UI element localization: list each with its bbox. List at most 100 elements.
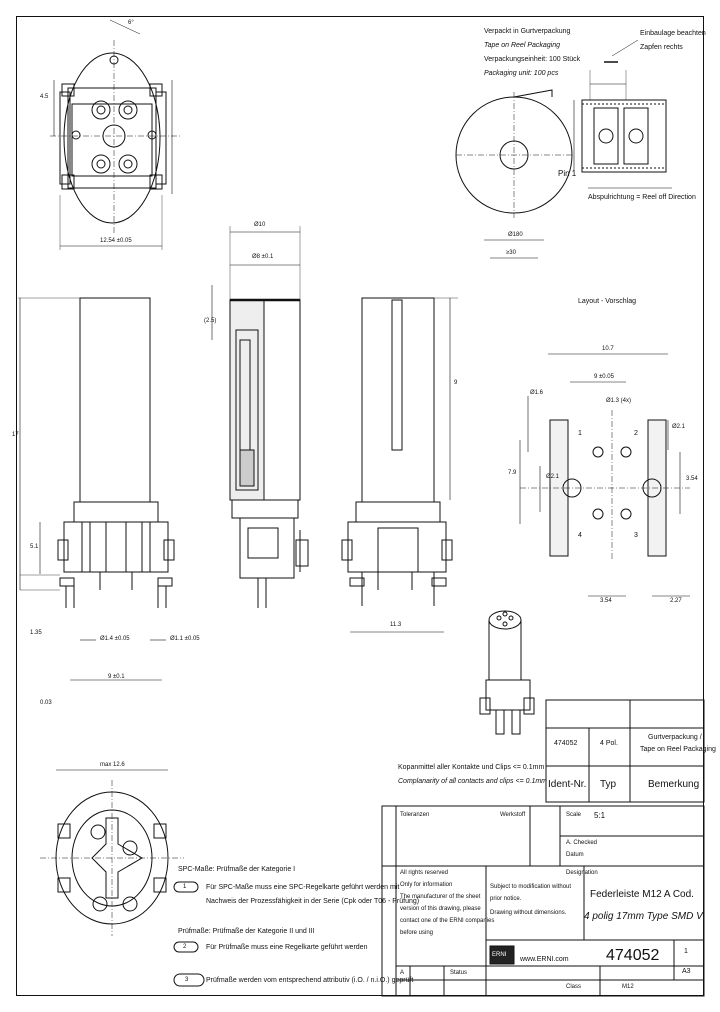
tb-tolerances: Toleranzen <box>400 812 430 818</box>
part-3d-view <box>479 610 535 735</box>
dim-phi10: Ø10 <box>254 222 266 228</box>
tb-designation-2: 4 polig 17mm Type SMD V <box>584 911 703 922</box>
table-remark-1: Gurtverpackung / <box>648 734 702 741</box>
layout-dim-2: 9 ±0.05 <box>594 374 614 380</box>
tb-class-label: Class <box>566 984 582 990</box>
reel-diameter-label: Ø180 <box>508 232 523 238</box>
tb-scale-label: Scale <box>566 812 582 818</box>
title-block <box>381 805 705 997</box>
layout-dim-6: 7.9 <box>508 470 517 476</box>
dim-width: 12.54 ±0.05 <box>100 238 132 244</box>
layout-dim-3: Ø1.3 (4x) <box>606 398 632 404</box>
layout-dim-5: Ø2.1 <box>546 474 560 480</box>
reel-width-label: ≥30 <box>506 250 516 256</box>
dim-9-bottom: 9 ±0.1 <box>108 674 125 680</box>
front-view-left <box>57 297 175 608</box>
dim-flatness: 0.03 <box>40 700 52 706</box>
layout-dim-4: Ø1.6 <box>530 390 544 396</box>
layout-dim-1: 10.7 <box>602 346 614 352</box>
tb-designation-label: Designation <box>566 870 598 876</box>
tb-subject-2: prior notice. <box>490 896 522 902</box>
layout-title: Layout - Vorschlag <box>578 298 636 305</box>
tb-date: Datum <box>566 852 584 858</box>
table-remark-2: Tape on Reel Packaging <box>640 746 716 753</box>
layout-proposal <box>520 410 690 560</box>
layout-dim-10: 2.27 <box>670 598 682 604</box>
top-view-flange <box>50 40 180 234</box>
tb-revision: A <box>400 970 405 976</box>
dim-4-5: 4.5 <box>40 94 49 100</box>
reel-drawing <box>455 89 573 218</box>
reel-direction: Abspulrichtung = Reel off Direction <box>588 194 696 201</box>
tb-subject-1: Subject to modification without <box>490 884 572 890</box>
dim-1-35: 1.35 <box>30 630 42 636</box>
dim-phi1-4: Ø1.4 ±0.05 <box>100 636 130 642</box>
dim-phi1-1: Ø1.1 ±0.05 <box>170 636 200 642</box>
tb-rights-5: contact one of the ERNI companies <box>400 918 495 924</box>
side-view-right <box>341 297 453 606</box>
coplanarity-note-de: Kopanmittel aller Kontakte und Clips <= … <box>398 764 545 771</box>
packaging-line-2: Tape on Reel Packaging <box>484 42 561 49</box>
packaging-line-1: Verpackt in Gurtverpackung <box>484 28 571 35</box>
spc-title-2: Prüfmaße: Prüfmaße der Kategorie II und … <box>178 928 315 935</box>
layout-dim-9: 3.54 <box>600 598 612 604</box>
drawing-frame <box>16 16 704 996</box>
spc-note-1a: Für SPC-Maße muss eine SPC-Regelkarte ge… <box>206 884 400 891</box>
table-header-typ: Typ <box>600 779 617 790</box>
dim-max-12-6: max 12.6 <box>100 762 125 768</box>
tb-sheet-number: 1 <box>684 948 688 955</box>
pin-label-2: 2 <box>634 430 638 437</box>
tb-status-label: Status <box>450 970 468 976</box>
tb-format: A3 <box>682 968 691 975</box>
layout-dim-7: 3.54 <box>686 476 698 482</box>
tb-designation-1: Federleiste M12 A Cod. <box>590 889 694 900</box>
tb-checked: A. Checked <box>566 840 598 846</box>
bottom-view <box>40 780 184 936</box>
spc-title: SPC-Maße: Prüfmaße der Kategorie I <box>178 866 296 873</box>
packaging-line-3: Verpackungseinheit: 100 Stück <box>484 56 581 63</box>
dim-phi8: Ø8 ±0.1 <box>252 254 274 260</box>
tb-material: Werkstoff <box>500 812 526 818</box>
dim-9-vertical: 9 <box>454 380 458 386</box>
dim-17: 17 <box>12 432 19 438</box>
pin-label-3: 3 <box>634 532 638 539</box>
layout-dim-8: Ø2.1 <box>672 424 686 430</box>
spc-note-2: Für Prüfmaße muss eine Regelkarte geführ… <box>206 944 368 951</box>
tb-website: www.ERNI.com <box>520 956 569 963</box>
dim-5-1: 5.1 <box>30 544 39 550</box>
dim-2-5: (2.5) <box>204 318 217 324</box>
coplanarity-note-en: Complanarity of all contacts and clips <… <box>398 778 548 785</box>
spc-symbol-1: 1 <box>183 884 187 890</box>
pin1-label: Pin 1 <box>558 169 577 178</box>
spc-symbol-3: 3 <box>185 977 189 983</box>
tb-rights-6: before using <box>400 930 434 936</box>
parts-table <box>545 699 705 803</box>
dim-11-3: 11.3 <box>390 622 402 628</box>
spc-symbol-2: 2 <box>183 944 187 950</box>
insert-note-2: Zapfen rechts <box>640 44 683 51</box>
tb-rights-3: The manufacturer of the sheet <box>400 894 481 900</box>
tb-rights-1: All rights reserved <box>400 870 449 876</box>
tb-class-value: M12 <box>622 984 634 990</box>
pin-label-4: 4 <box>578 532 582 539</box>
erni-logo <box>489 945 515 965</box>
table-ident-value: 474052 <box>554 740 578 747</box>
tb-scale: 5:1 <box>594 811 606 820</box>
tb-logo-text: ERNI <box>492 952 507 958</box>
pin-label-1: 1 <box>578 430 582 437</box>
table-header-ident: Ident-Nr. <box>548 779 587 790</box>
packaging-line-4: Packaging unit: 100 pcs <box>484 70 559 77</box>
tb-rights-4: version of this drawing, please <box>400 906 481 912</box>
tb-rights-2: Only for information <box>400 882 453 888</box>
dim-angle: 6° <box>128 20 134 26</box>
insert-note: Einbaulage beachten <box>640 30 706 37</box>
table-typ-value: 4 Pol. <box>600 740 618 747</box>
tb-part-number: 474052 <box>606 947 660 964</box>
table-header-remark: Bemerkung <box>648 779 700 790</box>
spc-note-3: Prüfmaße werden vom entsprechend attribu… <box>206 977 414 984</box>
spc-note-1b: Nachweis der Prozessfähigkeit in der Ser… <box>206 898 420 905</box>
tape-drawing <box>573 39 672 189</box>
tb-subject-3: Drawing without dimensions. <box>490 910 567 916</box>
section-view <box>229 298 309 608</box>
